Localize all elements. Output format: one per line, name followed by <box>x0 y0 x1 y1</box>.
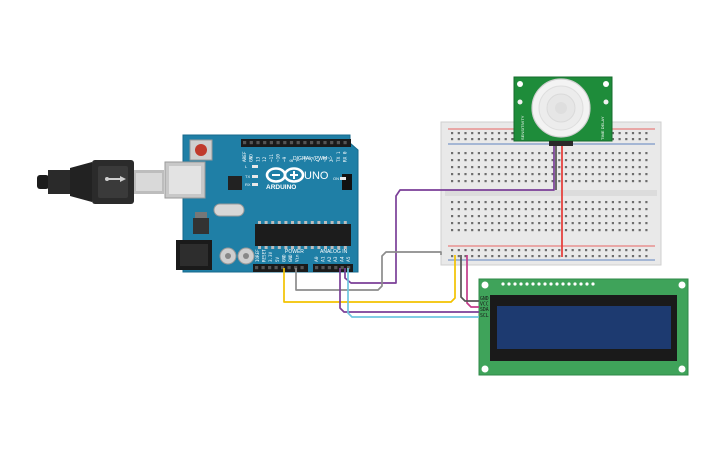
onboard-led <box>252 183 258 186</box>
led-label: ON <box>333 176 339 181</box>
led-label: L <box>245 164 248 169</box>
wire-purple[interactable] <box>344 146 555 284</box>
power-header <box>253 264 308 272</box>
lcd-pin-label: SCL <box>480 313 489 319</box>
wire-gray[interactable] <box>295 251 442 291</box>
wires <box>283 146 563 318</box>
power-pin-label: 3.3V <box>268 251 273 262</box>
wire-pink[interactable] <box>466 255 479 308</box>
usb-cable <box>37 160 164 204</box>
power-pin-label: IOREF <box>255 249 260 262</box>
analog-header-label: ANALOG IN <box>320 249 348 255</box>
analog-pin-label: A5 <box>346 256 352 262</box>
digital-pin-label: TX 1 <box>336 151 342 162</box>
lcd-screen <box>497 306 671 349</box>
digital-pin-label: ~6 <box>302 156 308 162</box>
onboard-led <box>252 175 258 178</box>
lcd-pin-label: VCC <box>480 302 489 308</box>
digital-pin-label: 13 <box>255 156 261 162</box>
digital-pin-label: ~3 <box>322 156 328 162</box>
analog-pin-label: A4 <box>340 256 346 262</box>
pir-motion-sensor[interactable]: SENSITIVITY TIME DELAY <box>513 76 613 146</box>
power-pin-label: RESET <box>262 249 267 262</box>
wire-dark2[interactable] <box>460 255 479 302</box>
wire-cyan[interactable] <box>347 268 479 318</box>
digital-pin-label: ~9 <box>282 156 288 162</box>
digital-pin-label: ~10 <box>276 154 282 162</box>
wire-sda[interactable] <box>339 268 479 313</box>
lcd-pin-label: GND <box>480 296 489 302</box>
digital-pin-label: 12 <box>262 156 268 162</box>
power-pin-label: 5V <box>275 256 280 262</box>
analog-pin-label: A0 <box>314 256 320 262</box>
arduino-brand-text: ARDUINO <box>266 184 296 191</box>
digital-pin-label: ~11 <box>269 154 275 162</box>
digital-pin-label: 4 <box>316 159 322 162</box>
analog-pin-label: A1 <box>320 256 326 262</box>
arduino-logo-icon <box>265 167 305 183</box>
reset-button[interactable] <box>195 144 207 156</box>
pir-left-label: SENSITIVITY <box>520 115 525 140</box>
digital-pin-label: ~5 <box>309 156 315 162</box>
arduino-model-text: UNO <box>304 170 329 182</box>
led-label: RX <box>245 182 251 187</box>
digital-header-label: DIGITAL (PWM~) <box>293 156 332 162</box>
power-pin-label: Vin <box>295 254 300 262</box>
digital-pin-label: 2 <box>329 159 335 162</box>
digital-pin-label: RX 0 <box>343 151 349 162</box>
led-label: TX <box>245 174 250 179</box>
power-pin-label: GND <box>281 254 286 262</box>
onboard-led <box>252 165 258 168</box>
onboard-led <box>340 177 346 180</box>
digital-pin-label: AREF <box>242 151 248 162</box>
power-pin-label: GND <box>288 254 293 262</box>
analog-pin-label: A2 <box>327 256 333 262</box>
analog-header <box>313 264 353 272</box>
wire-yellow[interactable] <box>283 255 456 303</box>
digital-header <box>241 139 351 147</box>
pir-right-label: TIME DELAY <box>600 116 605 140</box>
atmega-chip <box>255 224 351 246</box>
lcd-pin-label: SDA <box>480 307 489 313</box>
digital-pin-label: 7 <box>296 159 302 162</box>
digital-pin-label: 8 <box>289 159 295 162</box>
analog-pin-label: A3 <box>333 256 339 262</box>
power-header-label: POWER <box>285 249 304 255</box>
digital-pin-label: GND <box>249 154 255 162</box>
